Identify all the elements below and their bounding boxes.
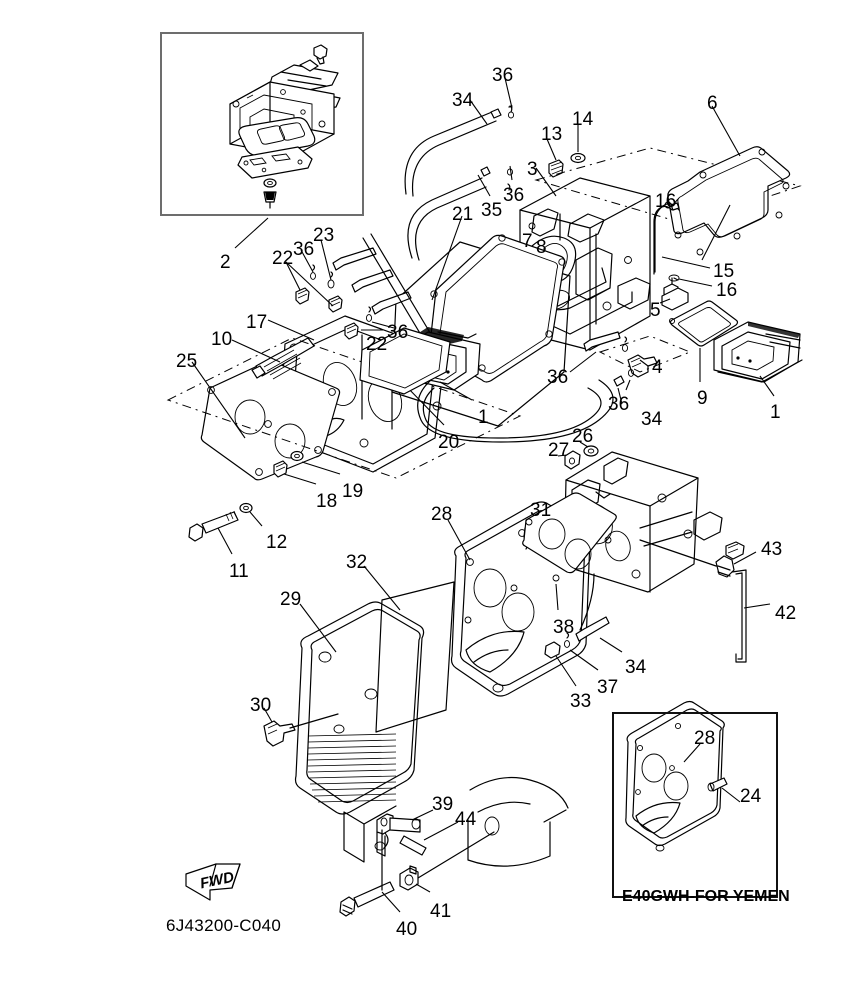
callout-number-36: 36 [492, 65, 514, 86]
part-13-14 [546, 124, 586, 178]
callout-number-38: 38 [553, 617, 575, 638]
callout-number-9: 9 [697, 388, 708, 409]
callout-number-40: 40 [396, 919, 418, 940]
callout-number-17: 17 [246, 312, 268, 333]
callout-number-27: 27 [548, 440, 570, 461]
callout-number-39: 39 [432, 794, 454, 815]
callout-number-3: 3 [527, 159, 538, 180]
part-35-hose [407, 166, 491, 261]
callout-number-11: 11 [229, 561, 249, 582]
inset-yemen-case [625, 700, 741, 852]
part-10-stud [231, 337, 315, 380]
callout-number-36: 36 [503, 185, 525, 206]
part-15-16 [653, 198, 713, 287]
part-3-dashed [534, 147, 802, 225]
callout-number-43: 43 [761, 539, 783, 560]
fwd-arrow [185, 863, 241, 901]
parts-11-12 [188, 502, 263, 555]
callout-number-37: 37 [597, 677, 619, 698]
callout-number-15: 15 [713, 261, 735, 282]
parts-42-43 [639, 539, 771, 663]
callout-number-29: 29 [280, 589, 302, 610]
parts-22-36-23 [285, 239, 412, 340]
callout-number-22: 22 [366, 334, 388, 355]
part-30-screw [263, 707, 339, 747]
callout-number-21: 21 [452, 204, 474, 225]
callout-number-14: 14 [572, 109, 594, 130]
bottom-linkage [339, 809, 495, 917]
callout-number-20: 20 [438, 432, 460, 453]
callout-number-41: 41 [430, 901, 452, 922]
inset-reed-assembly [229, 44, 341, 249]
callout-number-36: 36 [608, 394, 630, 415]
callout-number-1: 1 [478, 407, 489, 428]
callout-number-36: 36 [293, 239, 315, 260]
part-21-rod [362, 215, 463, 351]
inset-box-yemen [612, 712, 778, 898]
callout-number-34: 34 [452, 90, 474, 111]
callout-number-24: 24 [740, 786, 762, 807]
part-36-clips [504, 77, 515, 191]
callout-number-30: 30 [250, 695, 272, 716]
callout-number-13: 13 [541, 124, 563, 145]
part-25-gasket [191, 360, 341, 481]
inset-box-reed-assembly [160, 32, 364, 216]
callout-number-8: 8 [536, 237, 547, 258]
callout-number-5: 5 [650, 300, 661, 321]
inset-caption-yemen: E40GWH-FOR YEMEN [622, 888, 790, 905]
parts-18-19 [273, 450, 341, 485]
callout-number-18: 18 [316, 491, 338, 512]
callout-number-28: 28 [694, 728, 716, 749]
part-9-gasket [668, 300, 742, 382]
callout-number-6: 6 [707, 93, 718, 114]
callout-number-34: 34 [625, 657, 647, 678]
callout-number-25: 25 [176, 351, 198, 372]
callout-number-35: 35 [481, 200, 503, 221]
cowl-outline [467, 776, 569, 867]
callout-number-22: 22 [272, 248, 294, 269]
callout-number-16: 16 [655, 191, 677, 212]
callout-number-4: 4 [652, 357, 663, 378]
callout-number-32: 32 [346, 552, 368, 573]
part-5-fitting [659, 277, 689, 311]
callout-number-12: 12 [266, 532, 288, 553]
callout-number-34: 34 [641, 409, 663, 430]
callout-number-23: 23 [313, 225, 335, 246]
callout-number-42: 42 [775, 603, 797, 624]
parts-33-37-34 [544, 573, 623, 687]
assembly-dash-left [166, 337, 522, 479]
part-1-reed-right [713, 321, 803, 397]
callout-number-7: 7 [522, 231, 533, 252]
callout-number-1: 1 [770, 402, 781, 423]
callout-number-26: 26 [572, 426, 594, 447]
part-32-element [363, 565, 455, 733]
part-6-gasket [664, 105, 791, 261]
callout-number-2: 2 [220, 252, 231, 273]
callout-number-19: 19 [342, 481, 364, 502]
part-34-lower-hose [417, 369, 635, 443]
callout-number-36: 36 [547, 367, 569, 388]
callout-number-36: 36 [387, 322, 409, 343]
parts-26-27 [557, 441, 599, 470]
part-38-gasket [522, 492, 617, 611]
diagram-code: 6J43200-C040 [166, 916, 282, 935]
callout-number-31: 31 [530, 500, 552, 521]
callout-number-16: 16 [716, 280, 738, 301]
parts-36-4 [569, 331, 692, 378]
small-gasket-left [359, 327, 451, 395]
callout-number-10: 10 [211, 329, 233, 350]
part-34-hose [404, 99, 502, 197]
callout-number-28: 28 [431, 504, 453, 525]
callout-number-44: 44 [455, 809, 477, 830]
callout-number-33: 33 [570, 691, 592, 712]
leader-17 [267, 319, 315, 341]
